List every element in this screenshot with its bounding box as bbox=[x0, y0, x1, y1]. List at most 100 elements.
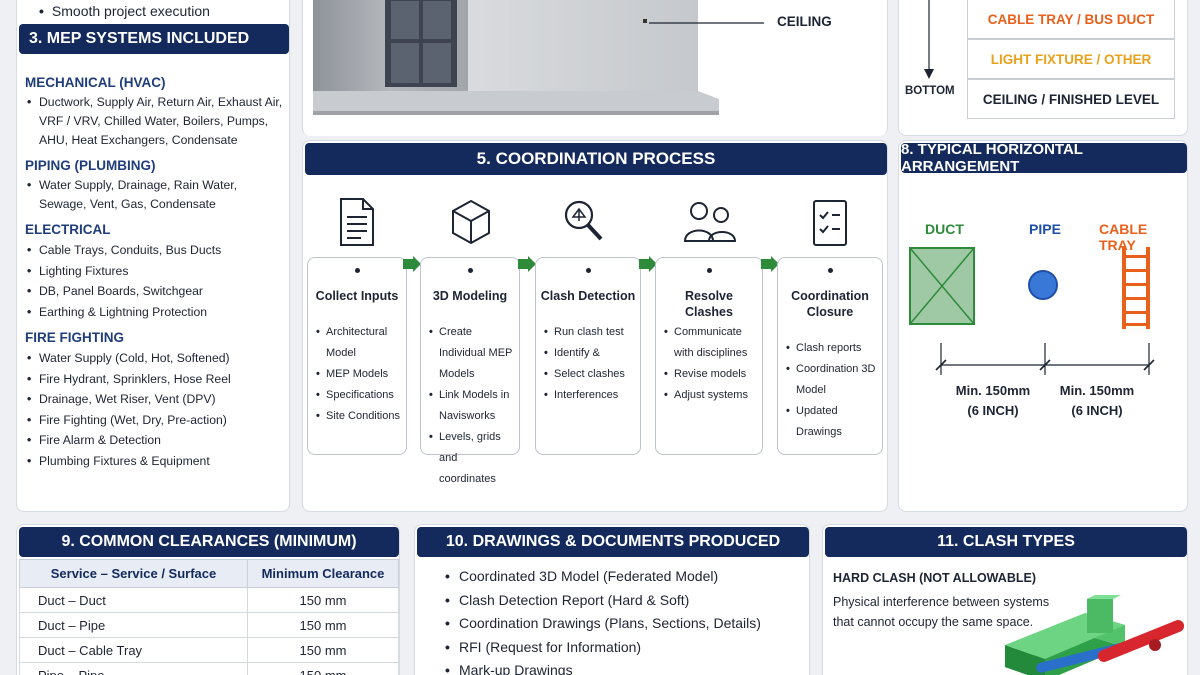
step-collect-inputs: Collect Inputs Architectural Model MEP M… bbox=[307, 257, 407, 455]
group-title-fire: FIRE FIGHTING bbox=[25, 330, 124, 345]
documents-panel: 10. DRAWINGS & DOCUMENTS PRODUCED Coordi… bbox=[414, 524, 810, 675]
section11-header: 11. CLASH TYPES bbox=[825, 527, 1187, 557]
step-dot bbox=[586, 268, 591, 273]
list-item: Fire Hydrant, Sprinklers, Hose Reel bbox=[25, 369, 283, 390]
list-item: MEP Models bbox=[316, 364, 402, 385]
table-cell: Pipe – Pipe bbox=[19, 662, 248, 675]
list-item: Coordinated 3D Model (Federated Model) bbox=[443, 565, 761, 589]
list-item: Mark-up Drawings bbox=[443, 659, 761, 675]
step-dot bbox=[828, 268, 833, 273]
dimension-line bbox=[935, 343, 1155, 375]
users-icon bbox=[683, 202, 737, 242]
horizontal-arrangement-panel: 8. TYPICAL HORIZONTAL ARRANGEMENT DUCT P… bbox=[898, 140, 1188, 512]
list-item: RFI (Request for Information) bbox=[443, 636, 761, 660]
clearances-panel: 9. COMMON CLEARANCES (MINIMUM) Service –… bbox=[16, 524, 400, 675]
table-cell: Duct – Pipe bbox=[19, 612, 248, 638]
list-item: Plumbing Fixtures & Equipment bbox=[25, 451, 283, 472]
hard-clash-description: Physical interference between systems th… bbox=[833, 595, 1050, 629]
section3-header: 3. MEP SYSTEMS INCLUDED bbox=[19, 24, 289, 54]
step-resolve-clashes: Resolve Clashes Communicate with discipl… bbox=[655, 257, 763, 455]
group-list-fire: Water Supply (Cold, Hot, Softened) Fire … bbox=[25, 348, 283, 471]
table-header: Service – Service / Surface bbox=[19, 559, 248, 588]
arrow-right-icon bbox=[639, 256, 657, 272]
step-dot bbox=[707, 268, 712, 273]
cable-tray-symbol bbox=[1122, 247, 1150, 329]
table-cell: 150 mm bbox=[247, 637, 399, 663]
step-title: 3D Modeling bbox=[432, 289, 508, 303]
building-illustration bbox=[313, 0, 719, 115]
list-item: Communicate with disciplines bbox=[664, 322, 758, 364]
group-list-electrical: Cable Trays, Conduits, Bus Ducts Lightin… bbox=[25, 240, 283, 322]
mep-systems-panel: •Smooth project execution 3. MEP SYSTEMS… bbox=[16, 0, 290, 512]
list-item: Identify & bbox=[544, 343, 636, 364]
list-item: Site Conditions bbox=[316, 406, 402, 427]
vertical-layering-panel: BOTTOM CABLE TRAY / BUS DUCT LIGHT FIXTU… bbox=[898, 0, 1188, 136]
list-item: Lighting Fixtures bbox=[25, 261, 283, 282]
down-arrow-icon bbox=[924, 0, 934, 79]
top-bullet: •Smooth project execution bbox=[39, 3, 210, 19]
list-item: Interferences bbox=[544, 385, 636, 406]
list-item: Coordination 3D Model bbox=[786, 359, 878, 401]
dim1-text: Min. 150mm (6 INCH) bbox=[955, 383, 1031, 418]
layer-ceiling: CEILING / FINISHED LEVEL bbox=[967, 79, 1175, 119]
table-cell: 150 mm bbox=[247, 612, 399, 638]
arrow-right-icon bbox=[761, 256, 779, 272]
list-item: Run clash test bbox=[544, 322, 636, 343]
list-item: Drainage, Wet Riser, Vent (DPV) bbox=[25, 389, 283, 410]
list-item: Coordination Drawings (Plans, Sections, … bbox=[443, 612, 761, 636]
list-item: Fire Fighting (Wet, Dry, Pre-action) bbox=[25, 410, 283, 431]
documents-list: Coordinated 3D Model (Federated Model) C… bbox=[443, 565, 761, 675]
group-title-mechanical: MECHANICAL (HVAC) bbox=[25, 75, 166, 90]
step-3d-modeling: 3D Modeling Create Individual MEP Models… bbox=[420, 257, 520, 485]
pipe-symbol bbox=[1028, 270, 1058, 300]
layer-cable-tray: CABLE TRAY / BUS DUCT bbox=[967, 0, 1175, 39]
pipe-label: PIPE bbox=[1029, 221, 1061, 237]
magnifier-icon bbox=[564, 200, 603, 241]
cable-tray-label: CABLE TRAY bbox=[1099, 221, 1148, 253]
list-item: Clash reports bbox=[786, 338, 878, 359]
group-list-mechanical: Ductwork, Supply Air, Return Air, Exhaus… bbox=[25, 93, 283, 150]
step-dot bbox=[355, 268, 360, 273]
step-title: Clash Detection bbox=[540, 289, 636, 303]
table-cell: Duct – Cable Tray bbox=[19, 637, 248, 663]
list-item: Create Individual MEP Models bbox=[429, 322, 515, 385]
coordination-process-panel: 5. COORDINATION PROCESS Collect Input bbox=[302, 140, 888, 512]
section10-title: 10. DRAWINGS & DOCUMENTS PRODUCED bbox=[445, 533, 781, 550]
section8-title: 8. TYPICAL HORIZONTAL ARRANGEMENT bbox=[901, 141, 1083, 175]
table-cell: 150 mm bbox=[247, 587, 399, 613]
list-item: Cable Trays, Conduits, Bus Ducts bbox=[25, 240, 283, 261]
section5-title: 5. COORDINATION PROCESS bbox=[476, 149, 716, 168]
list-item: Water Supply, Drainage, Rain Water, Sewa… bbox=[25, 176, 283, 214]
section10-header: 10. DRAWINGS & DOCUMENTS PRODUCED bbox=[417, 527, 809, 557]
list-item: Levels, grids and coordinates bbox=[429, 427, 515, 490]
step-title: Resolve Clashes bbox=[685, 289, 733, 319]
hard-clash-illustration bbox=[1005, 595, 1185, 675]
section11-title: 11. CLASH TYPES bbox=[937, 533, 1075, 550]
section9-title: 9. COMMON CLEARANCES (MINIMUM) bbox=[61, 533, 357, 550]
duct-label: DUCT bbox=[925, 221, 964, 237]
clearances-table: Service – Service / Surface Minimum Clea… bbox=[19, 559, 399, 675]
list-item: Water Supply (Cold, Hot, Softened) bbox=[25, 348, 283, 369]
arrow-right-icon bbox=[403, 256, 421, 272]
list-item: Clash Detection Report (Hard & Soft) bbox=[443, 589, 761, 613]
list-item: Fire Alarm & Detection bbox=[25, 430, 283, 451]
list-item: Updated Drawings bbox=[786, 401, 878, 443]
list-item: Earthing & Lightning Protection bbox=[25, 302, 283, 323]
section3-title: 3. MEP SYSTEMS INCLUDED bbox=[29, 30, 250, 47]
bottom-label: BOTTOM bbox=[905, 85, 955, 97]
table-cell: 150 mm bbox=[247, 662, 399, 675]
mep-groups: MECHANICAL (HVAC) Ductwork, Supply Air, … bbox=[25, 67, 283, 471]
building-section-panel: CEILING bbox=[302, 0, 888, 136]
list-item: Revise models bbox=[664, 364, 758, 385]
table-row: Duct – Cable Tray 150 mm bbox=[19, 637, 399, 663]
table-row: Duct – Duct 150 mm bbox=[19, 587, 399, 613]
arrow-right-icon bbox=[518, 256, 536, 272]
list-item: Specifications bbox=[316, 385, 402, 406]
section8-header: 8. TYPICAL HORIZONTAL ARRANGEMENT bbox=[901, 141, 1187, 175]
cube-icon bbox=[452, 199, 490, 245]
step-dot bbox=[468, 268, 473, 273]
layer-light-fixture: LIGHT FIXTURE / OTHER bbox=[967, 39, 1175, 79]
document-icon bbox=[340, 198, 374, 246]
step-clash-detection: Clash Detection Run clash test Identify … bbox=[535, 257, 641, 455]
table-row: Duct – Pipe 150 mm bbox=[19, 612, 399, 638]
